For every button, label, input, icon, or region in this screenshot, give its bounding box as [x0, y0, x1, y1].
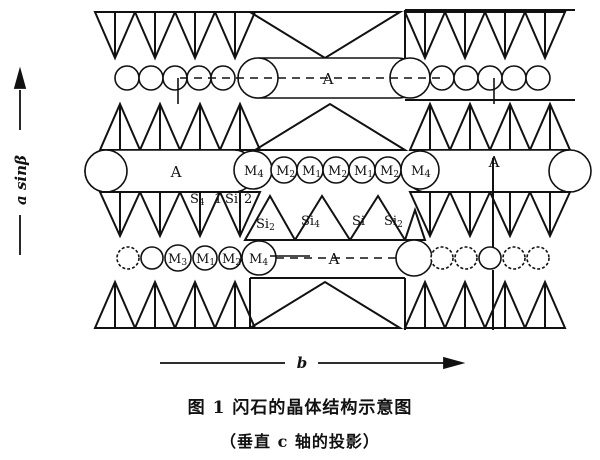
tetrahedron: [403, 206, 427, 241]
m4-label: M4: [249, 252, 268, 268]
cation-site: [502, 246, 526, 270]
si4-label: Si4: [301, 214, 320, 230]
figure-caption-subtitle: （垂直 c 轴的投影）: [220, 432, 380, 451]
vertical-axis: [13, 66, 27, 255]
tetrahedron: [251, 102, 409, 151]
cation-site: [454, 246, 478, 270]
tetrahedron: [243, 193, 297, 241]
a-site-end: [548, 149, 592, 193]
m1-site: [192, 245, 218, 271]
silicon-labels: S4 1 Si 2 Si2 Si4 Si Si2: [190, 192, 403, 233]
cation-site: [138, 65, 164, 91]
figure-caption-title: 图 1 闪石的晶体结构示意图: [187, 398, 413, 418]
m4-label: M4: [244, 164, 264, 180]
cation-site: [430, 246, 454, 270]
cation-site-large: [395, 239, 433, 277]
cation-site: [478, 246, 502, 270]
label-fragment-2: 2: [244, 192, 252, 207]
label-fragment-1: 1: [214, 192, 222, 207]
vertical-axis-label: a sinβ: [12, 155, 30, 205]
a-site-label: A: [328, 250, 340, 268]
tetrahedron: [246, 11, 404, 60]
cation-site: [477, 65, 503, 91]
m2-site: [218, 246, 242, 270]
cation-site: [526, 246, 550, 270]
si2-label: Si2: [256, 217, 275, 233]
cation-site: [453, 65, 479, 91]
m-site-labels-lower: M3 M1 M2 M4: [168, 252, 268, 268]
m4-site: [400, 150, 440, 190]
tetrahedra-row-upper-mid: [98, 99, 575, 151]
octahedral-strip-upper: [114, 57, 551, 104]
tetrahedra-row-bottom: [93, 270, 567, 330]
cation-site: [501, 65, 527, 91]
a-site-label: A: [322, 70, 334, 88]
tetrahedron: [293, 194, 352, 241]
m2-label: M2: [276, 164, 295, 180]
m-site-labels-middle: M4 M2 M1 M2 M1 M2 M4: [244, 164, 431, 180]
m1-label: M1: [302, 164, 321, 180]
s4-label-fragment: S4: [190, 192, 205, 208]
m2-label: M2: [328, 164, 347, 180]
tetrahedra-row-top: [93, 9, 575, 62]
m3-label: M3: [168, 252, 187, 268]
m3-site: [164, 244, 192, 272]
tetrahedron: [348, 194, 407, 241]
cation-site: [140, 246, 164, 270]
si-label: Si: [352, 214, 365, 229]
octahedral-strip-middle: [84, 149, 592, 193]
m4-label: M4: [411, 164, 431, 180]
a-site-label: A: [170, 163, 182, 181]
cation-site: [114, 65, 140, 91]
a-site-end: [84, 149, 128, 193]
cation-site: [525, 65, 551, 91]
si2-label: Si2: [384, 214, 403, 230]
m2-label: M2: [380, 164, 399, 180]
horizontal-axis: [160, 356, 466, 370]
octahedral-strip-lower: [116, 239, 550, 277]
m1-label: M1: [354, 164, 373, 180]
cation-site: [116, 246, 140, 270]
horizontal-axis-label: b: [297, 354, 308, 372]
tetrahedra-row-lower-mid: [98, 158, 572, 258]
tetrahedron: [246, 280, 404, 329]
m2-label: M2: [222, 252, 241, 268]
si-label-fragment: Si: [225, 192, 238, 207]
m1-label: M1: [196, 252, 215, 268]
